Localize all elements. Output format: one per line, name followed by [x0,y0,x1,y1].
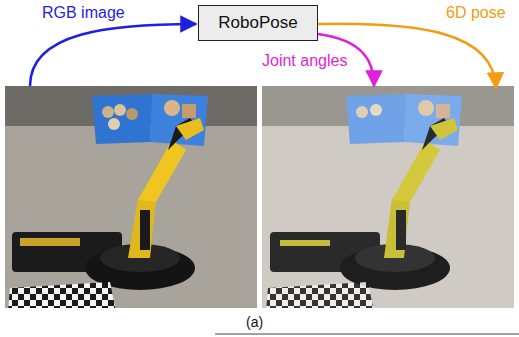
subfigure-label: (a) [246,314,263,330]
output-label: 6D pose [446,4,506,22]
input-arrow [30,24,196,86]
output-label: Joint angles [262,52,347,70]
rule-line [215,334,519,335]
pose-render [262,86,514,308]
process-box: RoboPose [198,5,318,41]
box-title: RoboPose [218,13,297,33]
rgb-photo [5,86,257,308]
output-label: RGB image [42,4,125,22]
